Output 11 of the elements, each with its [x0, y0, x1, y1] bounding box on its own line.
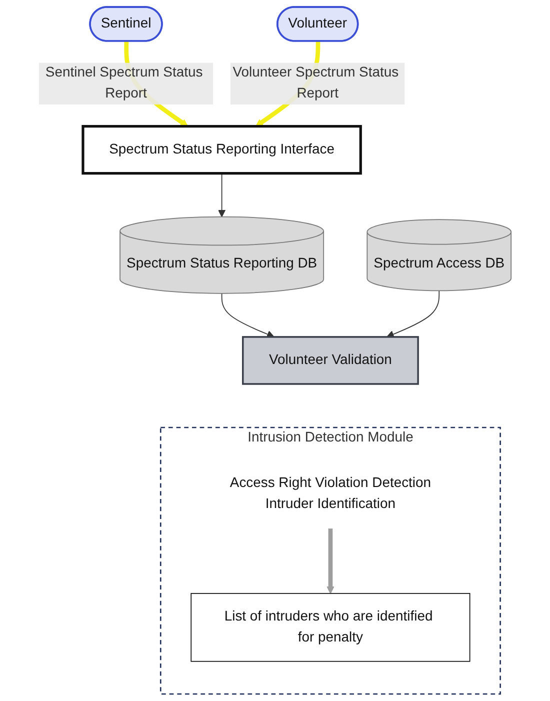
arrow — [386, 290, 440, 338]
edge-label: Volunteer Spectrum Status Report — [232, 65, 399, 102]
arrow — [326, 528, 334, 594]
node-box — [242, 336, 419, 385]
arrow — [221, 292, 274, 338]
cluster — [160, 426, 501, 695]
arrow — [218, 172, 226, 218]
node-box — [82, 124, 362, 175]
node-box — [190, 593, 470, 662]
edge-label: Sentinel Spectrum Status Report — [45, 65, 203, 102]
node-text: Access Right Violation Detection Intruder Identification — [230, 476, 432, 512]
